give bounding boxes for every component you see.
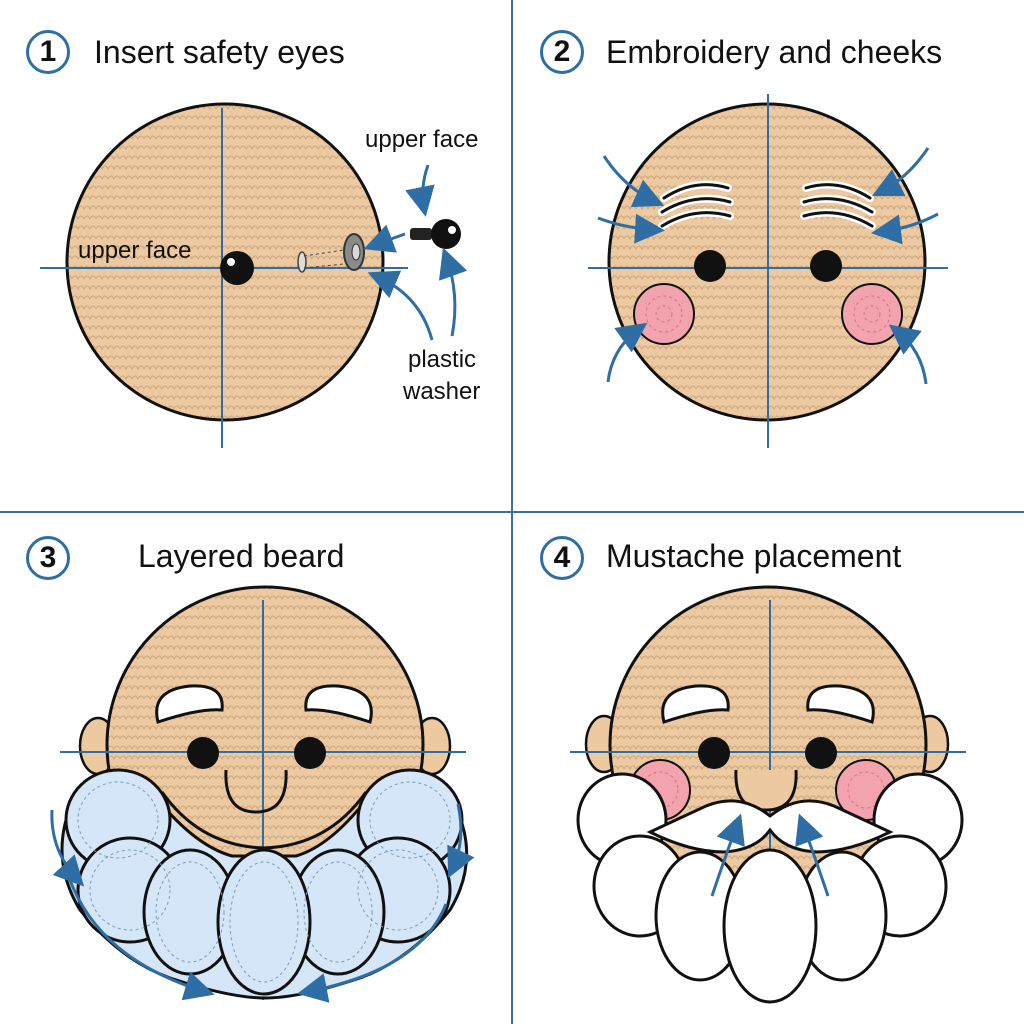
safety-eye-icon xyxy=(410,219,461,249)
arrow-icon xyxy=(888,324,928,385)
step-title: Layered beard xyxy=(138,538,345,574)
eyebrow-right xyxy=(806,684,875,724)
arrow-icon xyxy=(710,813,745,897)
beard-layers xyxy=(576,772,964,1004)
safety-eye-icon xyxy=(694,250,726,282)
safety-eye-icon xyxy=(187,737,219,769)
label-washer: washer xyxy=(403,378,481,405)
cheek-right xyxy=(841,283,903,345)
eyebrow-left xyxy=(661,684,730,724)
step-title: Insert safety eyes xyxy=(94,34,345,70)
label-upper-face: upper face xyxy=(365,126,479,153)
step-number-badge: 2 xyxy=(540,30,584,74)
panel-divider-horizontal xyxy=(0,511,1024,513)
arrow-icon xyxy=(795,813,830,897)
arrow-icon xyxy=(363,224,406,253)
safety-eye-icon xyxy=(810,250,842,282)
arrow-icon xyxy=(68,879,215,1001)
mustache xyxy=(646,799,894,854)
step-number-badge: 1 xyxy=(26,30,70,74)
safety-eye-icon xyxy=(805,737,837,769)
eyebrow-left xyxy=(155,684,224,724)
label-plastic: plastic xyxy=(408,346,477,373)
arrow-icon xyxy=(871,212,939,245)
arrow-icon xyxy=(871,147,930,197)
safety-eye-icon xyxy=(294,737,326,769)
panel-3-layered-beard xyxy=(50,585,475,1003)
nose xyxy=(224,769,288,814)
chin-band xyxy=(160,791,368,850)
panel-1-insert-eyes xyxy=(40,102,468,448)
arrow-icon xyxy=(602,155,665,208)
label-upper-face: upper face xyxy=(78,237,192,264)
arrow-icon xyxy=(597,213,665,244)
safety-eye-icon xyxy=(220,251,254,285)
arrow-icon xyxy=(438,247,468,337)
arrow-icon xyxy=(50,809,85,887)
arrow-icon xyxy=(367,270,434,341)
plastic-washer-icon xyxy=(343,233,365,271)
safety-eye-icon xyxy=(698,737,730,769)
step-title: Mustache placement xyxy=(606,538,902,574)
panel-2-embroidery-cheeks xyxy=(588,94,948,448)
arrow-icon xyxy=(405,164,435,217)
eyebrow-right xyxy=(304,684,373,724)
step-number-badge: 4 xyxy=(540,536,584,580)
arrow-icon xyxy=(297,903,448,1003)
nose xyxy=(734,769,798,812)
panel-4-mustache-placement xyxy=(570,585,966,1004)
cheek-left xyxy=(633,283,695,345)
arrow-icon xyxy=(606,322,648,383)
step-number-badge: 3 xyxy=(26,536,70,580)
step-title: Embroidery and cheeks xyxy=(606,34,943,70)
arrow-icon xyxy=(447,803,475,879)
eyebrow-embroidery xyxy=(658,180,876,230)
eye-post-icon xyxy=(297,249,345,273)
beard-inner-stitches xyxy=(77,781,451,983)
